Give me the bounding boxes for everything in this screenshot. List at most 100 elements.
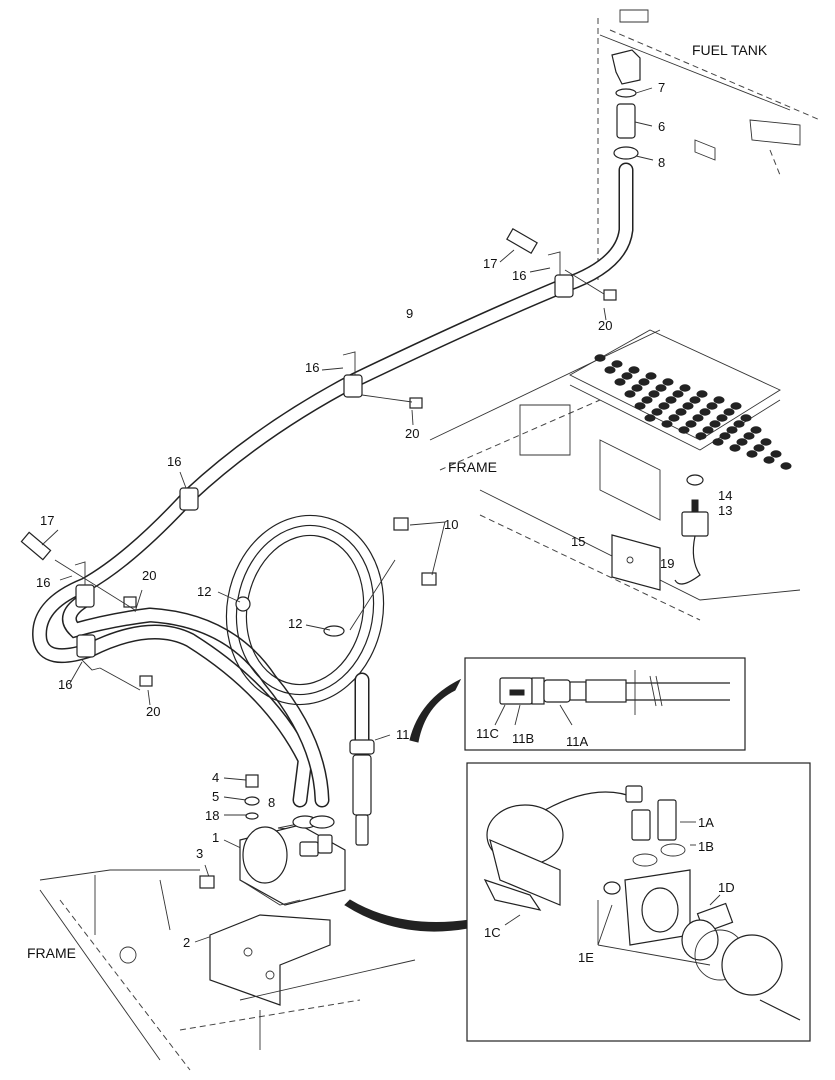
seat-grid-hole [655,384,667,392]
seat-grid-hole [604,366,616,374]
callout-20-mid: 20 [405,426,419,441]
callout-7: 7 [658,80,665,95]
seat-grid-hole [733,420,745,428]
seat-grid-hole [662,378,674,386]
inset-pump-exploded [466,762,811,1042]
lower-hose-fitting [349,739,375,846]
inset-hose-end [464,657,746,751]
seat-grid-hole [743,432,755,440]
frame-upper [429,329,801,621]
seat-grid-hole [672,390,684,398]
frame-lower [39,869,416,1071]
seat-grid-hole [730,402,742,410]
seat-grid-hole [661,420,673,428]
seat-grid-hole [695,432,707,440]
seat-grid-hole [624,390,636,398]
seat-grid-hole [665,396,677,404]
callout-19: 19 [660,556,674,571]
seat-grid-hole [709,420,721,428]
leader-lines [41,87,654,943]
hose-coil [225,514,385,748]
callout-16-mid: 16 [305,360,319,375]
callout-17-left: 17 [40,513,54,528]
seat-grid-hole [740,414,752,422]
callout-1b: 1B [698,839,714,854]
callout-8-top: 8 [658,155,665,170]
hose-clamps [74,251,574,671]
callout-16-left: 16 [167,454,181,469]
seat-grid-hole [675,408,687,416]
seat-grid-hole [685,420,697,428]
callout-1c: 1C [484,925,501,940]
seat-grid-hole [716,414,728,422]
callout-14: 14 [718,488,732,503]
label-frame-top: FRAME [448,459,497,475]
switch-assembly [674,474,709,585]
seat-grid-hole [638,378,650,386]
callout-16-low: 16 [58,677,72,692]
pump-hardware [244,774,335,829]
pointer-to-inset-1 [344,899,471,932]
seat-grid-hole [658,402,670,410]
seat-grid-hole [679,384,691,392]
pointer-to-inset-11 [409,678,462,743]
callout-20-low: 20 [146,704,160,719]
seat-grid-hole [706,402,718,410]
seat-grid-hole [713,396,725,404]
seat-grid-hole [696,390,708,398]
callout-2: 2 [183,935,190,950]
seat-grid-hole [628,366,640,374]
callout-1e: 1E [578,950,594,965]
callout-8-low: 8 [268,795,275,810]
seat-grid-hole [668,414,680,422]
callout-15: 15 [571,534,585,549]
seat-grid-hole [645,372,657,380]
bolts-and-spacers [20,227,617,687]
callout-17-top: 17 [483,256,497,271]
seat-grid-hole [611,360,623,368]
callout-5: 5 [212,789,219,804]
seat-grid-hole [678,426,690,434]
fuel-pump [239,824,346,906]
callout-6: 6 [658,119,665,134]
fuel-pump-decal [611,534,661,591]
seat-grid [594,354,792,470]
seat-grid-hole [648,390,660,398]
main-fuel-hose [32,162,634,808]
callout-1: 1 [212,830,219,845]
seat-grid-hole [753,444,765,452]
seat-grid-hole [719,432,731,440]
seat-grid-hole [763,456,775,464]
seat-grid-hole [644,414,656,422]
seat-grid-hole [692,414,704,422]
seat-grid-hole [641,396,653,404]
callout-11: 11 [396,727,410,742]
seat-grid-hole [726,426,738,434]
pump-bracket [199,875,331,1006]
label-fuel-tank: FUEL TANK [692,42,768,58]
tank-fitting-elbow [611,49,641,160]
seat-grid-hole [621,372,633,380]
callout-11b: 11B [512,731,534,746]
label-frame-bottom: FRAME [27,945,76,961]
callout-9: 9 [406,306,413,321]
callout-11c: 11C [476,726,499,741]
callout-12-b: 12 [288,616,302,631]
text-labels: FUEL TANK FRAME FRAME 7 6 8 17 16 20 9 1… [27,42,768,965]
seat-grid-hole [760,438,772,446]
callout-4: 4 [212,770,219,785]
callout-13: 13 [718,503,732,518]
seat-grid-hole [702,426,714,434]
seat-grid-hole [689,396,701,404]
callout-20-left: 20 [142,568,156,583]
callout-20-top: 20 [598,318,612,333]
seat-grid-hole [594,354,606,362]
seat-grid-hole [614,378,626,386]
seat-grid-hole [723,408,735,416]
callout-18: 18 [205,808,219,823]
callout-10: 10 [444,517,458,532]
seat-grid-hole [682,402,694,410]
seat-grid-hole [736,438,748,446]
